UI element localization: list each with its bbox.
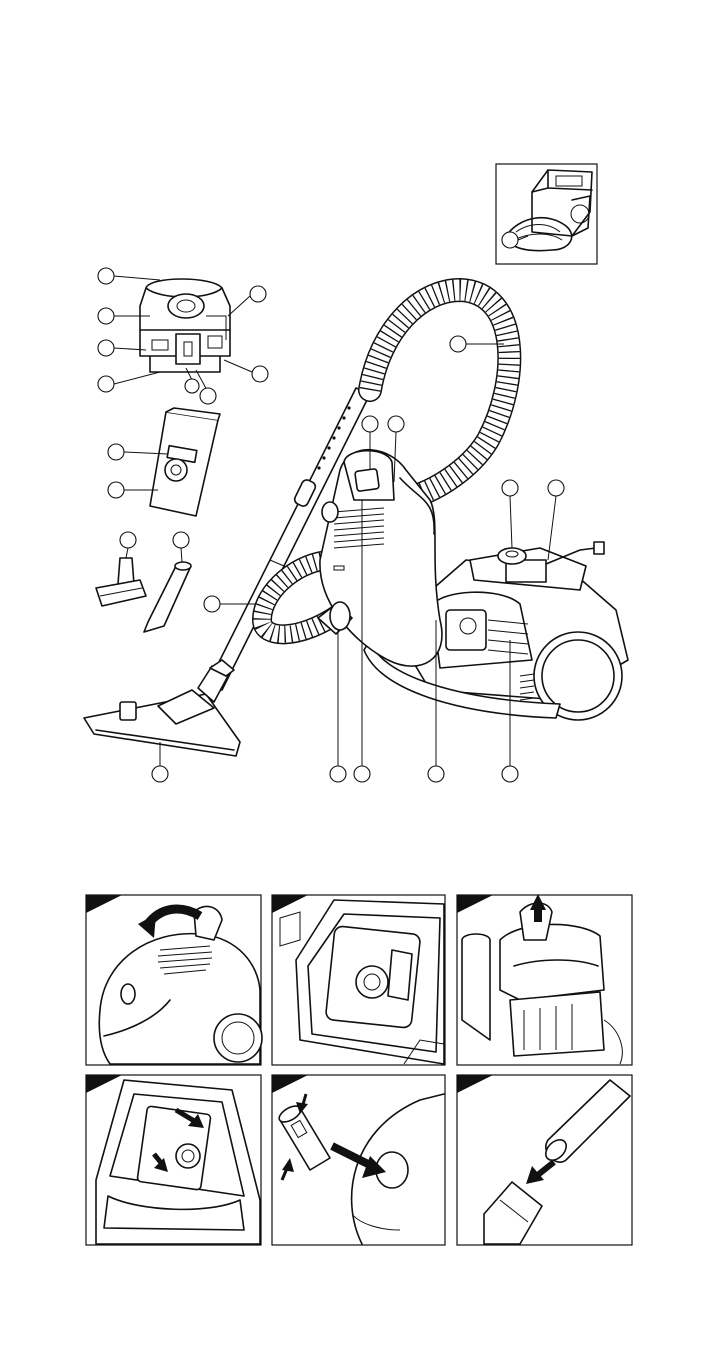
inset-filter-detail <box>496 164 597 264</box>
callout-marker <box>388 416 404 432</box>
callout-marker <box>98 268 114 284</box>
callout-marker <box>252 366 268 382</box>
callout-marker <box>152 766 168 782</box>
callout-marker <box>98 340 114 356</box>
step-panel-1 <box>86 895 262 1065</box>
callout-marker <box>173 532 189 548</box>
callout-marker <box>548 480 564 496</box>
callout-marker <box>98 308 114 324</box>
callout-marker <box>185 379 199 393</box>
step-panel-4 <box>86 1075 261 1245</box>
callout-marker <box>108 482 124 498</box>
callout-marker <box>502 480 518 496</box>
callout-marker <box>428 766 444 782</box>
callout-marker <box>450 336 466 352</box>
step-panel-6 <box>457 1075 632 1245</box>
step-panel-5 <box>272 1075 445 1245</box>
callout-marker <box>502 766 518 782</box>
step-panel-2 <box>272 895 445 1065</box>
step-panel-3 <box>457 894 632 1065</box>
main-vacuum-body <box>318 450 628 720</box>
inset-callout <box>502 232 518 248</box>
callout-marker <box>330 766 346 782</box>
detail-bag-compartment <box>140 279 230 372</box>
detail-crevice-nozzle <box>144 562 191 632</box>
callout-marker <box>204 596 220 612</box>
callout-marker <box>108 444 124 460</box>
callout-marker <box>98 376 114 392</box>
callout-marker <box>362 416 378 432</box>
detail-upholstery-nozzle <box>96 558 146 606</box>
callout-marker <box>250 286 266 302</box>
detail-dust-bag <box>150 408 220 516</box>
callout-marker <box>354 766 370 782</box>
callout-marker <box>120 532 136 548</box>
callout-marker <box>200 388 216 404</box>
